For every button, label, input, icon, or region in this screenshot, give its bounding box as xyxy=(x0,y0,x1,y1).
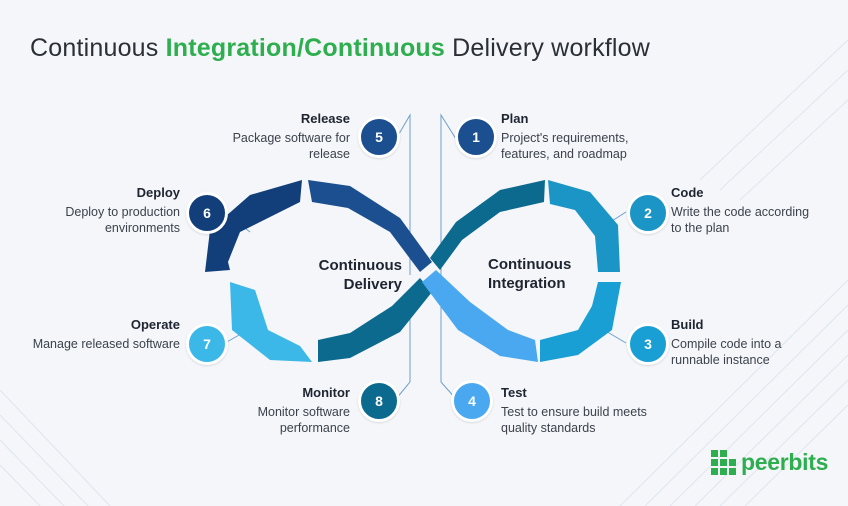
step-code: Code Write the code according to the plan xyxy=(671,184,841,236)
connector-release xyxy=(395,113,411,275)
step-badge-1: 1 xyxy=(455,116,497,158)
delivery-line-1: Continuous xyxy=(318,257,402,274)
peerbits-logo-icon xyxy=(711,449,736,475)
step-desc-plan: Project's requirements, features, and roa… xyxy=(501,130,701,162)
step-monitor: Monitor Monitor software performance xyxy=(150,384,350,436)
integration-segment-top-left xyxy=(430,180,545,270)
step-title-release: Release xyxy=(300,111,350,126)
step-badge-4: 4 xyxy=(451,380,493,422)
step-badge-2: 2 xyxy=(627,192,669,234)
step-desc-test: Test to ensure build meets quality standa… xyxy=(501,404,701,436)
step-desc-deploy-line-1: Deploy to production xyxy=(65,205,180,219)
delivery-segment-bottom-right xyxy=(318,278,432,362)
step-desc-deploy-line-2: environments xyxy=(104,221,180,235)
step-desc-build: Compile code into a runnable instance xyxy=(671,336,841,368)
step-desc-release: Package software for release xyxy=(150,130,350,162)
delivery-segment-bottom-left xyxy=(230,282,312,362)
delivery-line-2: Delivery xyxy=(343,276,402,293)
step-desc-build-line-2: runnable instance xyxy=(671,353,770,367)
integration-segment-bottom-left xyxy=(422,270,538,362)
step-build: Build Compile code into a runnable instan… xyxy=(671,316,841,368)
step-desc-monitor: Monitor software performance xyxy=(150,404,350,436)
step-badge-7: 7 xyxy=(186,323,228,365)
step-title-code: Code xyxy=(671,185,704,200)
step-badge-5: 5 xyxy=(358,116,400,158)
delivery-segment-top-right xyxy=(308,180,432,272)
step-deploy: Deploy Deploy to production environments xyxy=(0,184,180,236)
step-desc-code-line-2: to the plan xyxy=(671,221,730,235)
connector-test xyxy=(440,290,457,400)
step-test: Test Test to ensure build meets quality s… xyxy=(501,384,701,436)
step-title-deploy: Deploy xyxy=(136,185,180,200)
integration-line-1: Continuous xyxy=(488,256,572,273)
step-desc-code: Write the code according to the plan xyxy=(671,204,841,236)
step-plan: Plan Project's requirements, features, an… xyxy=(501,110,701,162)
step-title-operate: Operate xyxy=(130,317,180,332)
step-desc-test-line-2: quality standards xyxy=(501,421,596,435)
step-desc-operate-line-1: Manage released software xyxy=(32,337,180,351)
step-desc-plan-line-2: features, and roadmap xyxy=(501,147,627,161)
step-operate: Operate Manage released software xyxy=(0,316,180,352)
title-part-2: Delivery workflow xyxy=(445,34,651,62)
step-desc-operate: Manage released software xyxy=(0,336,180,352)
integration-segment-top-right xyxy=(548,180,620,272)
step-badge-6: 6 xyxy=(186,192,228,234)
step-title-plan: Plan xyxy=(501,111,529,126)
step-desc-release-line-1: Package software for xyxy=(232,131,350,145)
step-desc-plan-line-1: Project's requirements, xyxy=(501,131,629,145)
step-desc-monitor-line-1: Monitor software xyxy=(257,405,350,419)
step-title-monitor: Monitor xyxy=(302,385,350,400)
page-title: Continuous Integration/Continuous Delive… xyxy=(30,34,650,63)
step-badge-3: 3 xyxy=(627,323,669,365)
center-label-integration: Continuous Integration xyxy=(488,255,628,293)
center-label-delivery: Continuous Delivery xyxy=(262,256,402,294)
step-desc-test-line-1: Test to ensure build meets xyxy=(501,405,647,419)
title-part-1: Continuous xyxy=(30,34,166,62)
logo-text: peerbits xyxy=(741,449,829,475)
peerbits-logo: peerbits xyxy=(711,449,828,476)
step-title-build: Build xyxy=(671,317,704,332)
step-release: Release Package software for release xyxy=(150,110,350,162)
step-desc-deploy: Deploy to production environments xyxy=(0,204,180,236)
step-desc-build-line-1: Compile code into a xyxy=(671,337,782,351)
step-badge-8: 8 xyxy=(358,380,400,422)
integration-line-2: Integration xyxy=(488,275,566,292)
connector-plan xyxy=(440,113,457,275)
step-desc-code-line-1: Write the code according xyxy=(671,205,810,219)
title-highlight: Integration/Continuous xyxy=(165,34,445,62)
step-title-test: Test xyxy=(501,385,527,400)
step-desc-release-line-2: release xyxy=(309,147,350,161)
delivery-segment-top-left xyxy=(205,180,302,272)
integration-segment-bottom-right xyxy=(540,282,621,362)
step-desc-monitor-line-2: performance xyxy=(279,421,350,435)
connector-monitor xyxy=(395,290,411,400)
